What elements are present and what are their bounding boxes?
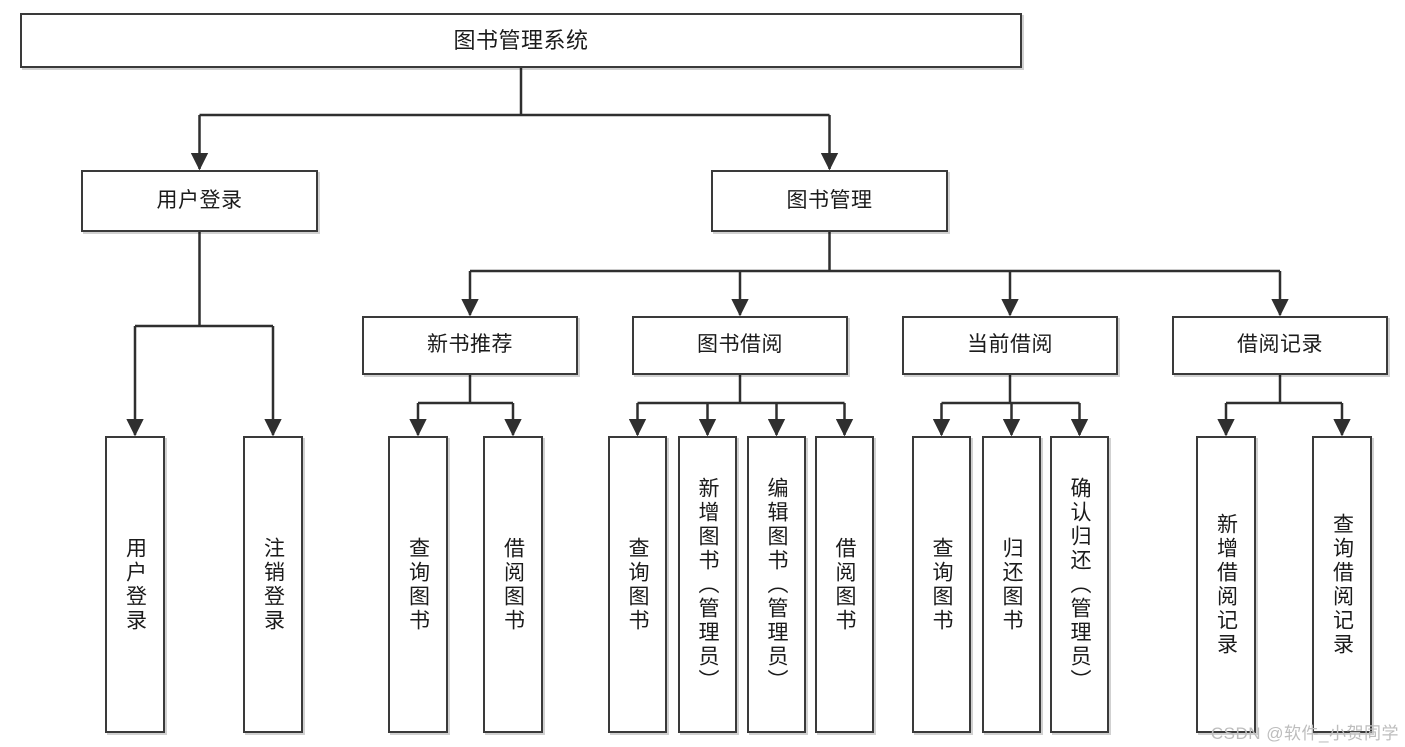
node-leaf-query-record[interactable]: 查询借阅记录 bbox=[1312, 436, 1372, 733]
node-root[interactable]: 图书管理系统 bbox=[20, 13, 1022, 68]
watermark-text: CSDN @软件_小贺同学 bbox=[1210, 724, 1399, 743]
node-label: 图书管理 bbox=[786, 188, 873, 212]
node-label: 归还图书 bbox=[1000, 536, 1023, 633]
node-borrow-record[interactable]: 借阅记录 bbox=[1172, 316, 1388, 375]
node-label: 新增图书（管理员） bbox=[696, 476, 719, 693]
node-leaf-confirm-ret[interactable]: 确认归还（管理员） bbox=[1050, 436, 1109, 733]
node-label: 新书推荐 bbox=[427, 333, 513, 357]
node-label: 图书管理系统 bbox=[453, 27, 589, 53]
node-label: 确认归还（管理员） bbox=[1068, 476, 1091, 693]
node-leaf-add-record[interactable]: 新增借阅记录 bbox=[1196, 436, 1256, 733]
node-label: 借阅记录 bbox=[1237, 333, 1323, 357]
node-label: 注销登录 bbox=[261, 536, 285, 633]
node-label: 用户登录 bbox=[123, 536, 147, 633]
node-label: 当前借阅 bbox=[967, 333, 1053, 357]
node-leaf-add-book[interactable]: 新增图书（管理员） bbox=[678, 436, 737, 733]
node-leaf-query-book-2[interactable]: 查询图书 bbox=[608, 436, 667, 733]
node-label: 编辑图书（管理员） bbox=[765, 476, 788, 693]
node-leaf-borrow-book-2[interactable]: 借阅图书 bbox=[815, 436, 874, 733]
node-label: 查询图书 bbox=[626, 536, 649, 633]
node-new-book-rec[interactable]: 新书推荐 bbox=[362, 316, 578, 375]
node-leaf-query-book-3[interactable]: 查询图书 bbox=[912, 436, 971, 733]
node-label: 借阅图书 bbox=[501, 536, 525, 633]
node-label: 用户登录 bbox=[156, 188, 243, 212]
node-leaf-edit-book[interactable]: 编辑图书（管理员） bbox=[747, 436, 806, 733]
node-label: 图书借阅 bbox=[697, 333, 783, 357]
node-leaf-borrow-book-1[interactable]: 借阅图书 bbox=[483, 436, 543, 733]
node-label: 借阅图书 bbox=[833, 536, 856, 633]
node-leaf-return-book[interactable]: 归还图书 bbox=[982, 436, 1041, 733]
node-current-borrow[interactable]: 当前借阅 bbox=[902, 316, 1118, 375]
node-label: 查询图书 bbox=[930, 536, 953, 633]
node-label: 查询图书 bbox=[406, 536, 430, 633]
node-book-manage[interactable]: 图书管理 bbox=[711, 170, 948, 232]
node-label: 新增借阅记录 bbox=[1214, 512, 1238, 657]
node-leaf-user-login[interactable]: 用户登录 bbox=[105, 436, 165, 733]
node-book-borrow[interactable]: 图书借阅 bbox=[632, 316, 848, 375]
node-user-login[interactable]: 用户登录 bbox=[81, 170, 318, 232]
node-leaf-query-book-1[interactable]: 查询图书 bbox=[388, 436, 448, 733]
node-label: 查询借阅记录 bbox=[1330, 512, 1354, 657]
node-leaf-logout[interactable]: 注销登录 bbox=[243, 436, 303, 733]
